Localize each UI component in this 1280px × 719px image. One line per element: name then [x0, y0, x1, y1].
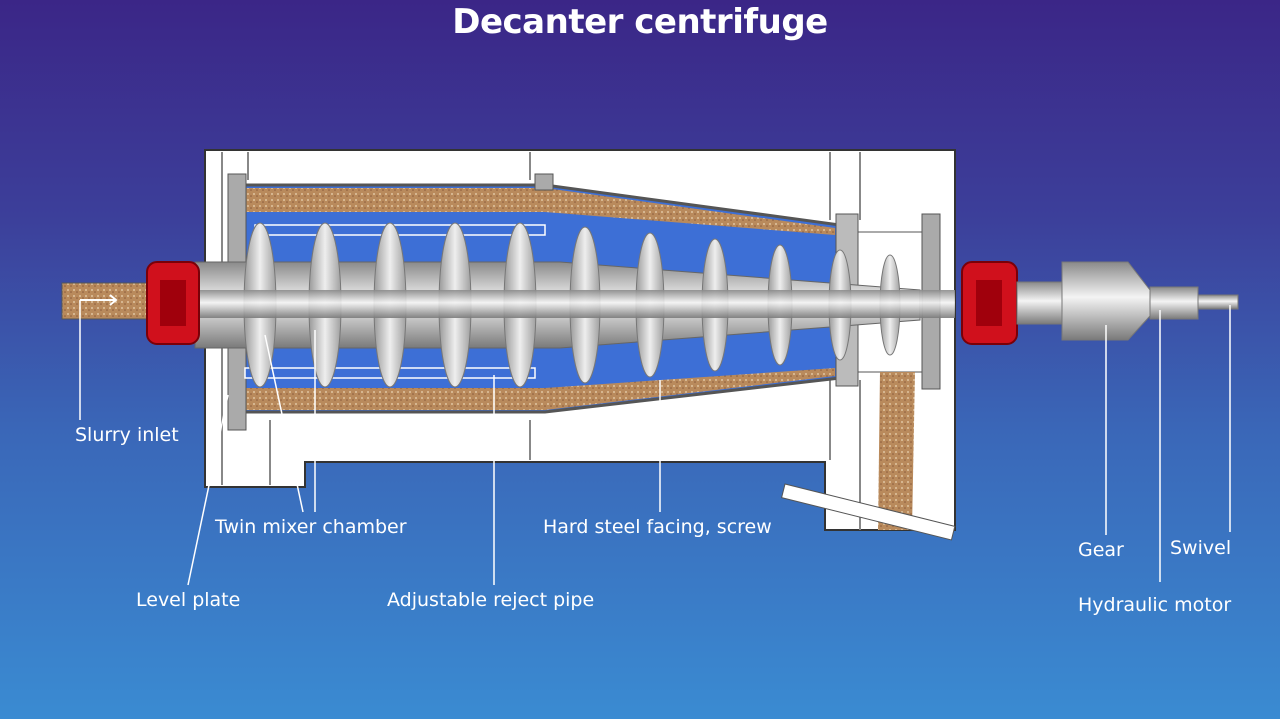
label-adjustable-reject-pipe: Adjustable reject pipe	[387, 589, 595, 611]
leader-lines	[79, 300, 1231, 586]
label-twin-mixer-chamber: Twin mixer chamber	[215, 516, 407, 538]
reject-pipe-top	[254, 224, 546, 236]
shaft	[195, 290, 955, 318]
label-slurry-inlet: Slurry inlet	[75, 424, 179, 446]
bearing-right-icon	[961, 261, 1018, 345]
page-title: Decanter centrifuge	[452, 2, 828, 42]
solids-discharge	[878, 372, 915, 530]
label-hard-steel-facing: Hard steel facing, screw	[543, 516, 772, 538]
swivel	[1197, 294, 1239, 310]
hydraulic-motor	[1149, 286, 1199, 320]
bowl-flange-mid	[534, 173, 554, 191]
solids-bottom	[245, 368, 835, 410]
label-hydraulic-motor: Hydraulic motor	[1078, 594, 1232, 616]
solids-top	[245, 188, 835, 235]
label-level-plate: Level plate	[136, 589, 241, 611]
gear-coupling	[1016, 281, 1063, 325]
discharge-chute	[781, 483, 956, 541]
label-gear: Gear	[1078, 539, 1124, 561]
bearing-left-icon	[146, 261, 200, 345]
label-swivel: Swivel	[1170, 537, 1232, 559]
